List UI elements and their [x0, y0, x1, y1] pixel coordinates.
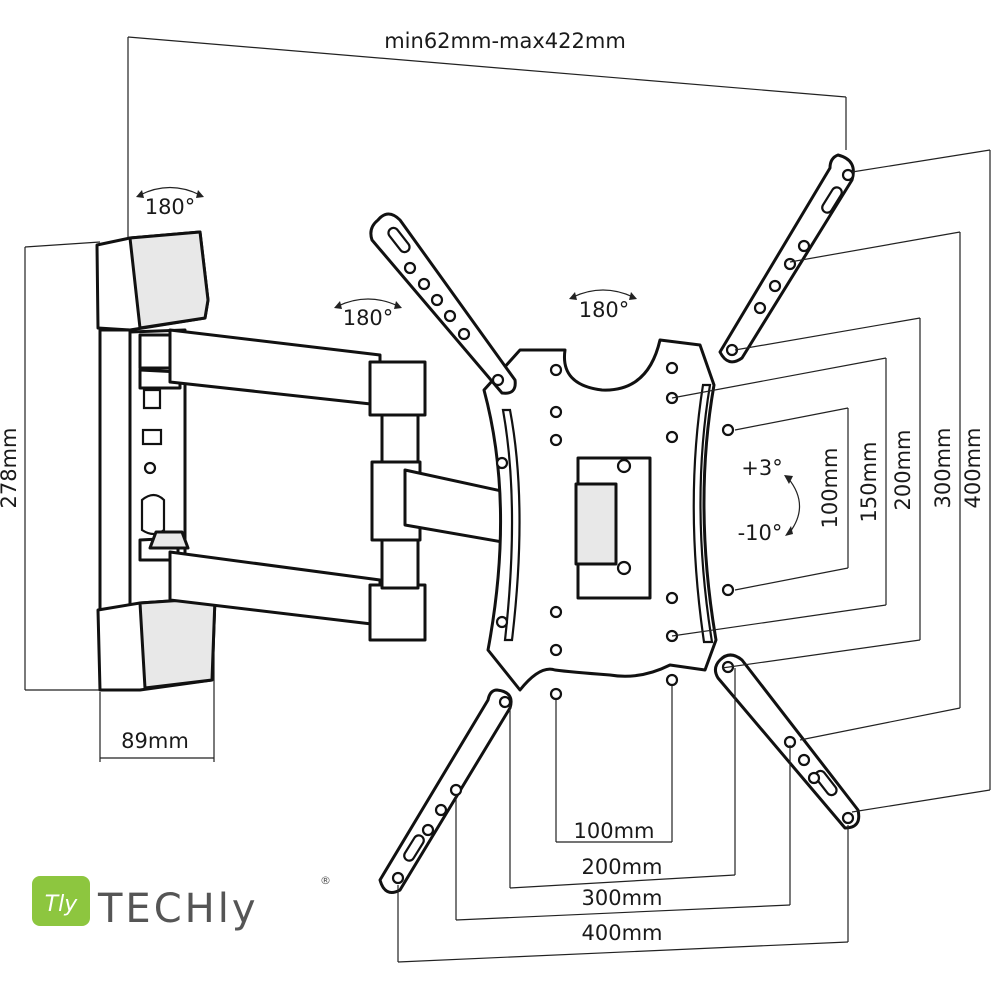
vesa-horizontal-400: 400mm — [582, 921, 663, 945]
logo-mark-badge — [32, 876, 90, 926]
wall-plate — [95, 230, 217, 692]
wall-plate-height-dimension: 278mm — [0, 241, 102, 691]
vesa-vertical-dimensions: 100mm 150mm 200mm 300mm 400mm — [671, 149, 991, 813]
tilt-up-label: +3° — [741, 456, 782, 480]
techly-logo: Tly TECHly ® — [32, 874, 331, 932]
rotation-marker-wall: 180° — [136, 186, 204, 219]
extension-bar-top-left — [369, 212, 517, 395]
brand-name: TECHly — [97, 886, 259, 932]
vesa-vertical-100: 100mm — [818, 448, 842, 529]
extension-bar-bottom-left — [378, 688, 513, 894]
extension-bar-bottom-right — [713, 653, 861, 830]
wall-plate-depth-label: 89mm — [121, 729, 189, 753]
vesa-vertical-200: 200mm — [891, 430, 915, 511]
vesa-vertical-400: 400mm — [961, 428, 985, 509]
logo-mark-text: Tly — [45, 892, 79, 917]
rotation-label-plate: 180° — [579, 298, 630, 322]
extension-bar-top-right — [718, 153, 855, 364]
registered-mark: ® — [320, 874, 331, 887]
arm-extension-dimension: min62mm-max422mm — [127, 29, 847, 240]
articulating-arms — [138, 328, 522, 642]
wall-plate-height-label: 278mm — [0, 428, 21, 509]
arm-extension-label: min62mm-max422mm — [384, 29, 626, 53]
vesa-horizontal-300: 300mm — [582, 886, 663, 910]
vesa-horizontal-dimensions: 100mm 200mm 300mm 400mm — [397, 668, 849, 963]
vesa-vertical-150: 150mm — [857, 442, 881, 523]
vesa-horizontal-100: 100mm — [574, 819, 655, 843]
vesa-horizontal-200: 200mm — [582, 855, 663, 879]
vesa-vertical-300: 300mm — [931, 428, 955, 509]
rotation-marker-plate: 180° — [569, 289, 637, 322]
tilt-down-label: -10° — [738, 521, 783, 545]
rotation-label-arm: 180° — [343, 306, 394, 330]
tilt-indicator: +3° -10° — [738, 456, 801, 545]
vesa-plate — [482, 338, 735, 701]
rotation-label-wall: 180° — [145, 195, 196, 219]
rotation-marker-arm: 180° — [334, 298, 402, 330]
